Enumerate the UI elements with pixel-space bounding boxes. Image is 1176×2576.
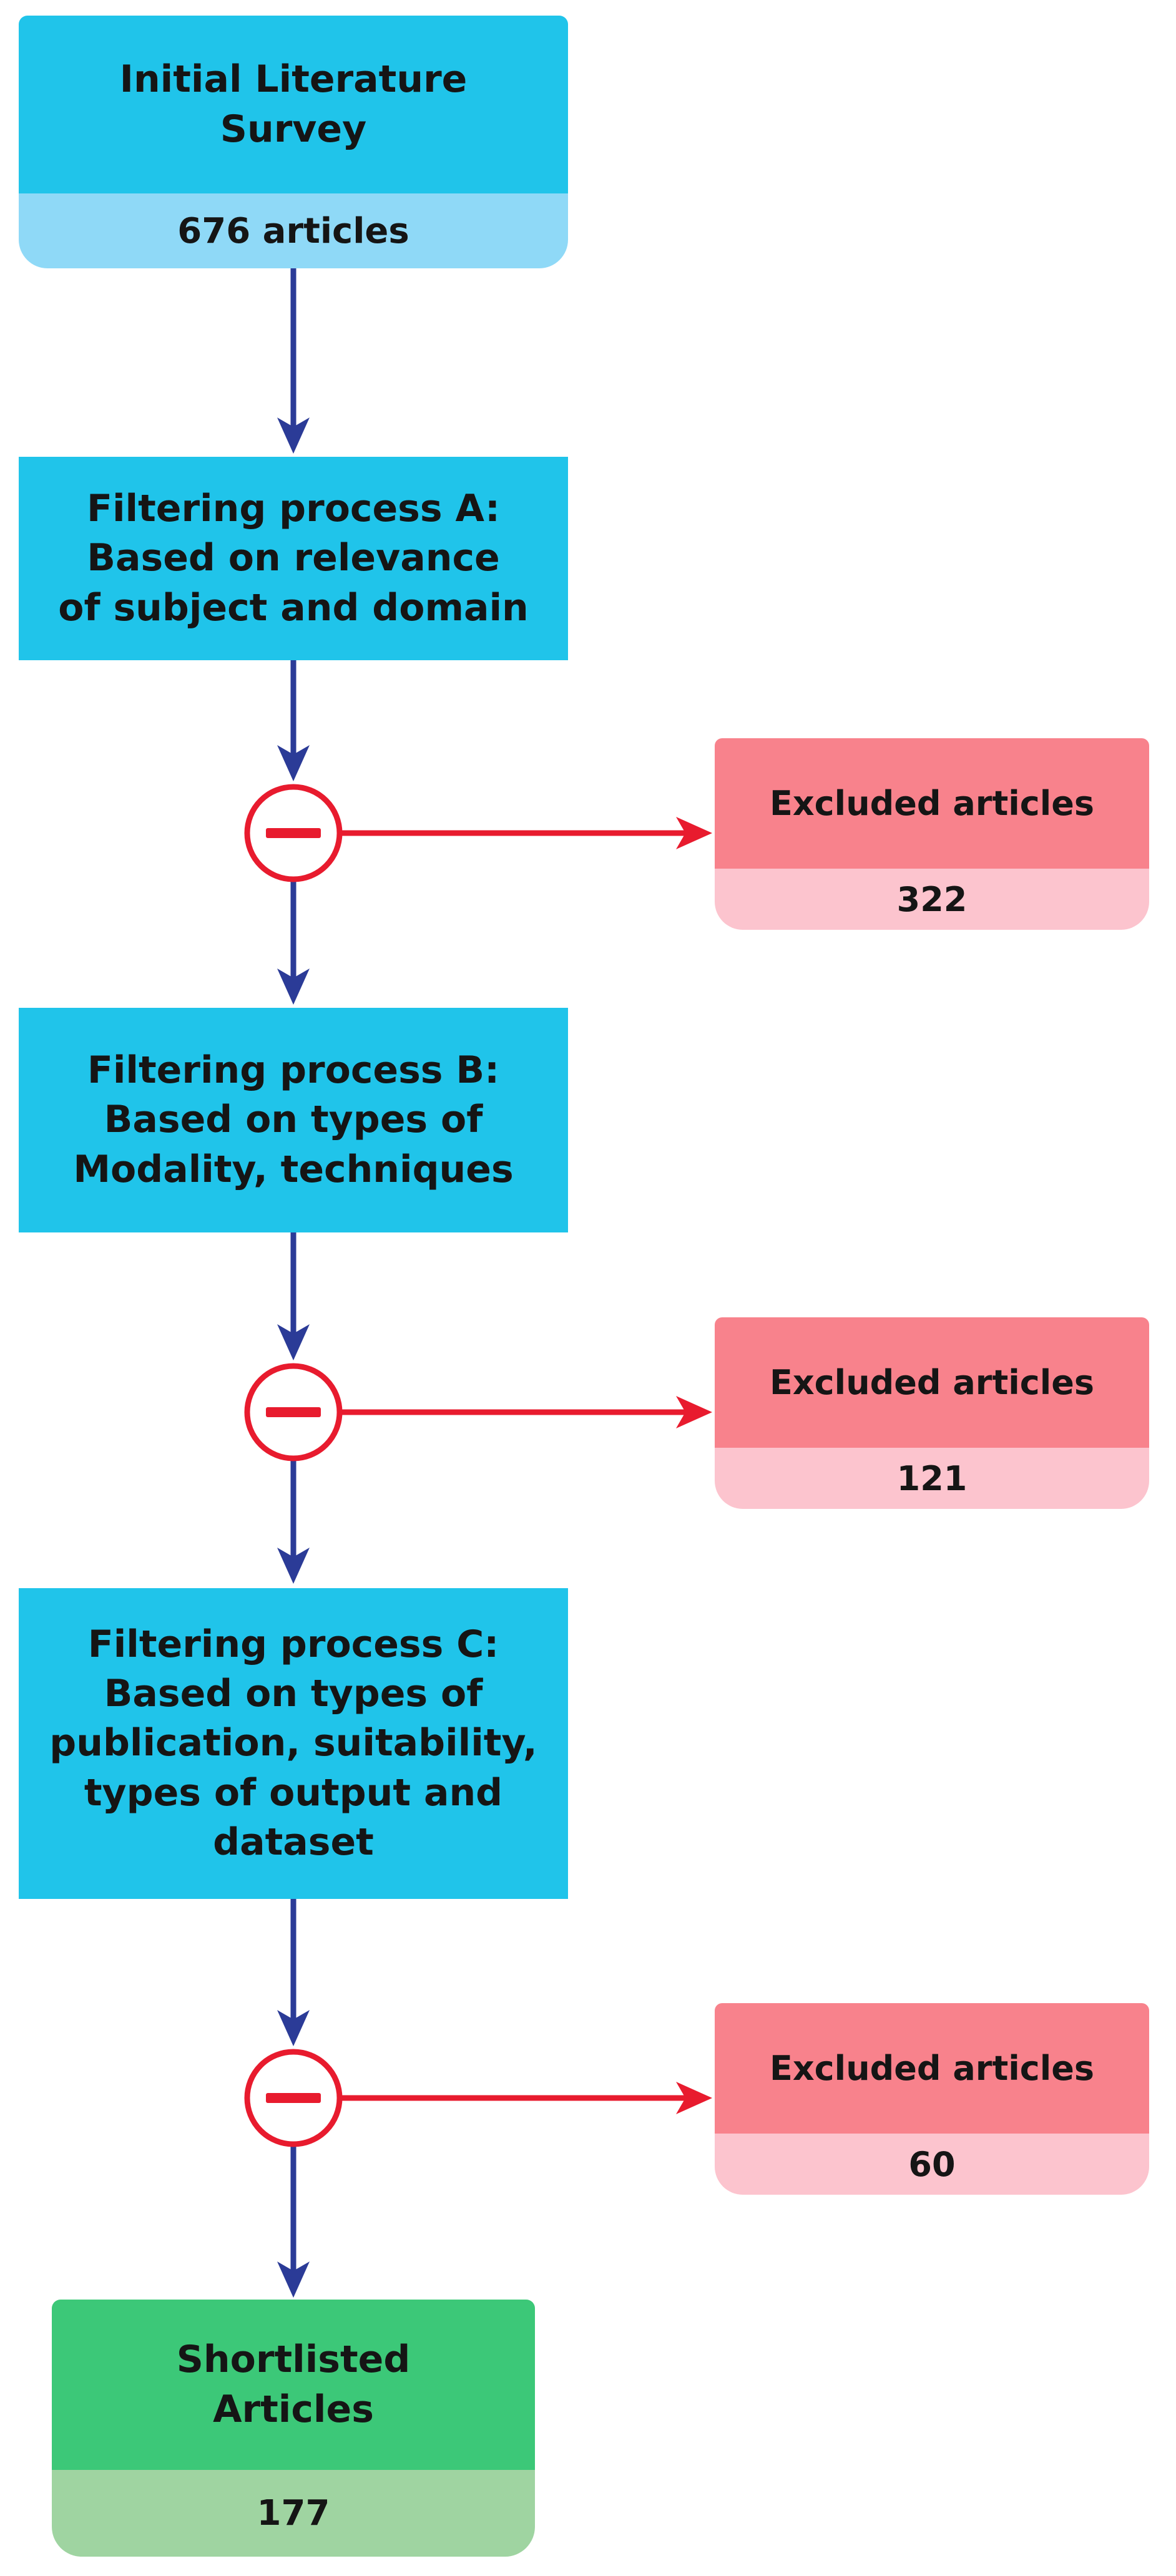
node-filter-c: Filtering process C: Based on types of p… [19, 1588, 568, 1899]
node-filter-a: Filtering process A: Based on relevance … [19, 457, 568, 660]
exclude-connector-3 [244, 2049, 712, 2147]
count-band: 177 [52, 2470, 535, 2557]
down-arrow-1 [277, 268, 310, 454]
node-label: Filtering process B: Based on types of M… [73, 1048, 514, 1191]
node-count: 121 [896, 1458, 968, 1498]
count-band: 322 [715, 869, 1149, 930]
arrow-down-icon [277, 1548, 310, 1584]
node-filter-b: Filtering process B: Based on types of M… [19, 1008, 568, 1232]
arrow-down-icon [277, 2261, 310, 2298]
arrow-down-icon [277, 1324, 310, 1360]
down-arrow-5 [277, 1461, 310, 1584]
node-title-area: Excluded articles [715, 2003, 1149, 2134]
node-label: Filtering process A: Based on relevance … [58, 487, 529, 630]
exclude-connector-1 [244, 784, 712, 882]
down-arrow-6 [277, 1899, 310, 2046]
count-band: 60 [715, 2134, 1149, 2195]
node-title-area: Excluded articles [715, 1317, 1149, 1448]
node-excluded-3: Excluded articles 60 [715, 2003, 1149, 2195]
node-shortlisted: Shortlisted Articles 177 [52, 2300, 535, 2557]
node-label: Excluded articles [769, 1363, 1095, 1402]
exclude-connector-2 [244, 1363, 712, 1461]
node-initial-survey: Initial Literature Survey 676 articles [19, 16, 568, 268]
down-arrow-2 [277, 660, 310, 781]
node-excluded-1: Excluded articles 322 [715, 738, 1149, 930]
minus-icon [266, 828, 321, 838]
node-count: 177 [257, 2493, 330, 2534]
node-title-area: Shortlisted Articles [52, 2300, 535, 2470]
node-title-area: Excluded articles [715, 738, 1149, 869]
down-arrow-4 [277, 1232, 310, 1360]
arrow-down-icon [277, 745, 310, 781]
node-title-area: Initial Literature Survey [19, 16, 568, 193]
node-label: Excluded articles [769, 784, 1095, 823]
arrow-down-icon [277, 2010, 310, 2046]
minus-icon [266, 1407, 321, 1417]
count-band: 121 [715, 1448, 1149, 1509]
arrow-down-icon [277, 417, 310, 454]
node-excluded-2: Excluded articles 121 [715, 1317, 1149, 1509]
node-count: 60 [908, 2144, 956, 2184]
arrow-right-icon [676, 817, 712, 849]
arrow-down-icon [277, 968, 310, 1005]
node-count: 676 articles [177, 210, 409, 251]
node-label: Shortlisted Articles [176, 2338, 411, 2431]
arrow-right-icon [676, 2082, 712, 2114]
node-label: Excluded articles [769, 2049, 1095, 2088]
node-label: Filtering process C: Based on types of p… [49, 1622, 537, 1864]
arrow-right-icon [676, 1396, 712, 1428]
node-label: Initial Literature Survey [119, 57, 468, 151]
down-arrow-3 [277, 882, 310, 1005]
count-band: 676 articles [19, 193, 568, 268]
down-arrow-7 [277, 2147, 310, 2298]
node-count: 322 [896, 879, 968, 919]
minus-icon [266, 2093, 321, 2103]
